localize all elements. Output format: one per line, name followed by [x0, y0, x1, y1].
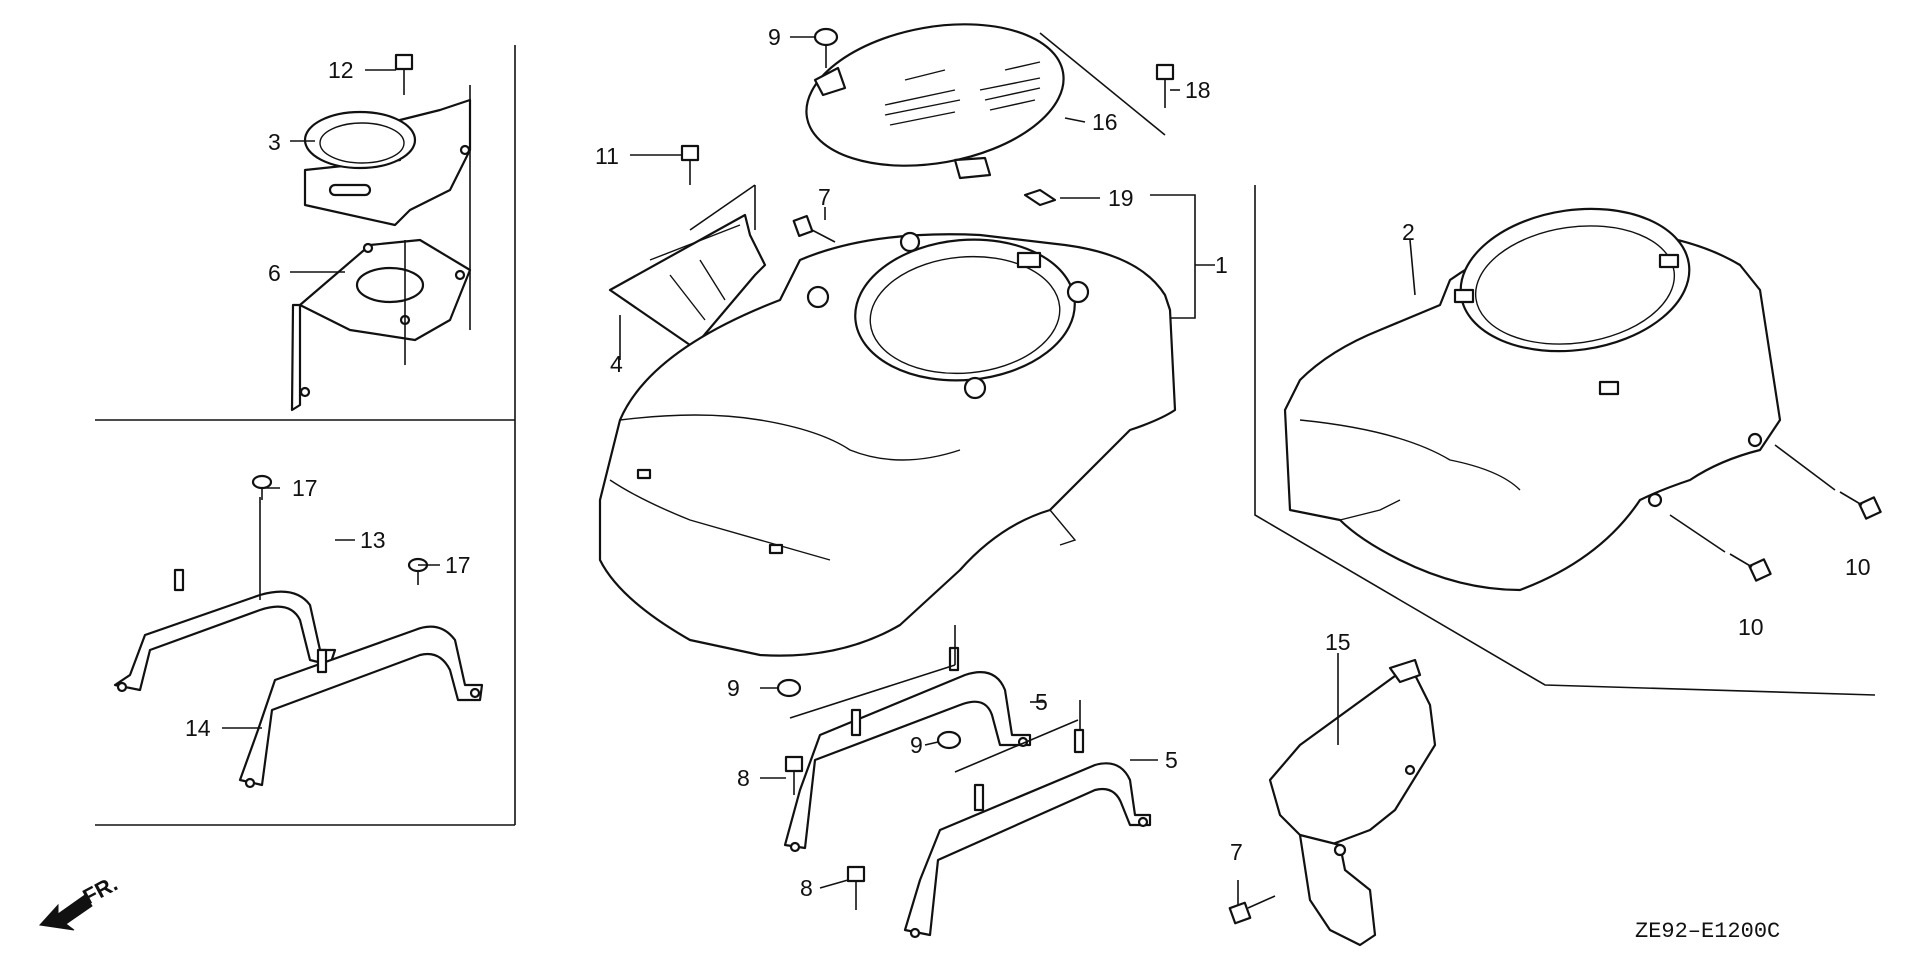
callout-9-mid: 9	[910, 732, 923, 758]
screw-17	[251, 474, 429, 585]
bolt-11	[680, 144, 700, 185]
callout-18: 18	[1185, 77, 1211, 103]
callout-5-upper: 5	[1035, 689, 1048, 715]
direction-arrow: FR.	[39, 871, 122, 931]
callout-13: 13	[360, 527, 386, 553]
diagram-code: ZE92–E1200C	[1635, 919, 1780, 944]
bolt-8-upper	[784, 755, 804, 795]
part-2-fan-shroud	[1283, 207, 1782, 592]
callout-14: 14	[185, 715, 211, 741]
nut-9	[776, 27, 962, 750]
callout-9-top: 9	[768, 24, 781, 50]
part-5-bracket-upper	[783, 625, 1032, 853]
part-6-plate	[290, 238, 472, 412]
callout-9-left: 9	[727, 675, 740, 701]
bolt-7-lower	[1228, 895, 1276, 925]
callout-10-lower: 10	[1738, 614, 1764, 640]
bolt-10-right	[1774, 444, 1882, 520]
part-5-bracket-lower	[903, 700, 1152, 939]
leader-lines	[222, 36, 1416, 905]
callout-6: 6	[268, 260, 281, 286]
callout-16: 16	[1092, 109, 1118, 135]
bolt-10-lower	[1669, 514, 1772, 582]
callout-17-top: 17	[292, 475, 318, 501]
callout-1: 1	[1215, 252, 1228, 278]
callout-8-lower: 8	[800, 875, 813, 901]
callout-labels: 12 3 6 4 11 9 18 16 19 7 1 2 17 13 17 14…	[185, 24, 1871, 901]
callout-5-lower: 5	[1165, 747, 1178, 773]
part-13-bracket	[113, 497, 337, 693]
callout-2: 2	[1402, 219, 1415, 245]
callout-17-mid: 17	[445, 552, 471, 578]
callout-10-right: 10	[1845, 554, 1871, 580]
part-15-shield	[1268, 653, 1437, 947]
callout-19: 19	[1108, 185, 1134, 211]
bolt-12	[394, 53, 414, 95]
callout-8-upper: 8	[737, 765, 750, 791]
panel-borders	[95, 45, 1876, 826]
callout-4: 4	[610, 351, 623, 377]
callout-7-top: 7	[818, 184, 831, 210]
part-3-bracket-ring	[303, 85, 472, 330]
callout-3: 3	[268, 129, 281, 155]
callout-15: 15	[1325, 629, 1351, 655]
bolt-8-lower	[846, 865, 866, 910]
part-16-cover	[805, 23, 1166, 180]
bolt-7-top	[792, 214, 836, 243]
callout-7-lower: 7	[1230, 839, 1243, 865]
callout-12: 12	[328, 57, 354, 83]
part-1-fan-shroud	[598, 194, 1196, 657]
bolt-18	[1155, 63, 1175, 108]
part-19-clip	[1023, 188, 1057, 207]
part-14-bracket	[238, 625, 484, 789]
callout-11: 11	[595, 143, 619, 169]
